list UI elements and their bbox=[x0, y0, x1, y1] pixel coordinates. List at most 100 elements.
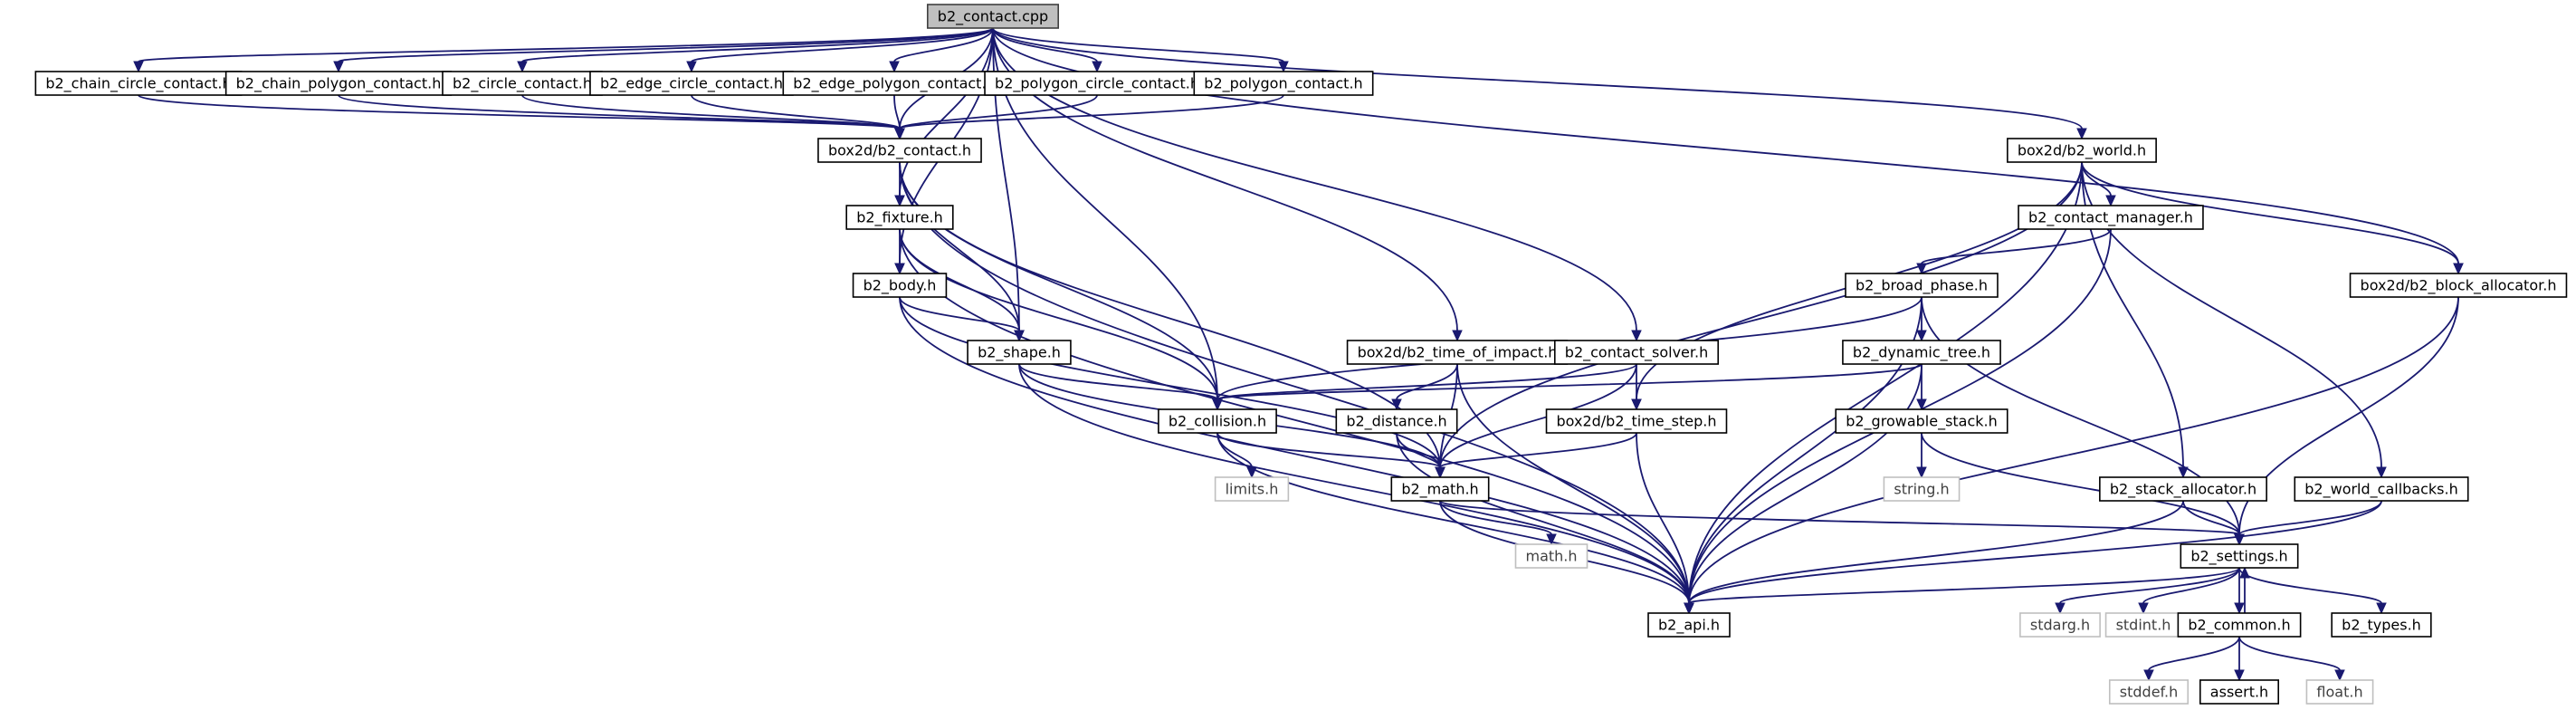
edge-settings-to-stdarg_h bbox=[2059, 567, 2240, 604]
edge-box2d_contact-to-api bbox=[899, 161, 1690, 604]
node-box-contact_solver[interactable] bbox=[1553, 340, 1720, 365]
node-label-settings: b2_settings.h bbox=[2190, 548, 2287, 566]
node-label-edge_circle: b2_edge_circle_contact.h bbox=[600, 75, 783, 93]
node-block_allocator[interactable]: box2d/b2_block_allocator.h bbox=[2349, 273, 2568, 298]
node-settings[interactable]: b2_settings.h bbox=[2180, 543, 2299, 569]
arrowhead-box2d_world-to-block_allocator bbox=[2453, 263, 2464, 275]
node-limits_h[interactable]: limits.h bbox=[1214, 476, 1290, 502]
edge-b2_contact_cpp-to-circle_contact bbox=[521, 27, 994, 62]
arrowhead-settings-to-common bbox=[2234, 602, 2245, 615]
node-math[interactable]: b2_math.h bbox=[1390, 476, 1490, 502]
node-box-time_of_impact[interactable] bbox=[1346, 340, 1569, 365]
node-box-body[interactable] bbox=[852, 273, 948, 298]
node-fixture[interactable]: b2_fixture.h bbox=[845, 205, 954, 230]
node-collision[interactable]: b2_collision.h bbox=[1158, 408, 1277, 434]
node-box-shape[interactable] bbox=[967, 340, 1072, 365]
arrowhead-b2_contact_cpp-to-edge_circle bbox=[686, 61, 697, 73]
node-stdint_h[interactable]: stdint.h bbox=[2104, 612, 2182, 638]
node-types[interactable]: b2_types.h bbox=[2331, 612, 2432, 638]
node-polygon_circle[interactable]: b2_polygon_circle_contact.h bbox=[984, 71, 1210, 96]
node-chain_circle[interactable]: b2_chain_circle_contact.h bbox=[34, 71, 243, 96]
edge-settings-to-types bbox=[2238, 567, 2382, 604]
arrowhead-math-to-settings bbox=[2234, 533, 2245, 546]
node-box-dynamic_tree[interactable] bbox=[1842, 340, 2001, 365]
node-label-box2d_world: box2d/b2_world.h bbox=[2018, 142, 2146, 160]
node-box-common[interactable] bbox=[2177, 612, 2302, 638]
node-chain_polygon[interactable]: b2_chain_polygon_contact.h bbox=[224, 71, 453, 96]
node-float_h[interactable]: float.h bbox=[2305, 679, 2374, 705]
node-dynamic_tree[interactable]: b2_dynamic_tree.h bbox=[1842, 340, 2001, 365]
node-box-stddef_h[interactable] bbox=[2108, 679, 2190, 705]
node-box-time_step[interactable] bbox=[1545, 408, 1728, 434]
arrowhead-common-to-stddef_h bbox=[2143, 669, 2154, 682]
node-stdarg_h[interactable]: stdarg.h bbox=[2019, 612, 2101, 638]
node-label-dynamic_tree: b2_dynamic_tree.h bbox=[1853, 344, 1990, 362]
node-box-limits_h[interactable] bbox=[1214, 476, 1290, 502]
arrowhead-contact_manager-to-broad_phase bbox=[1916, 263, 1927, 275]
node-box-box2d_contact[interactable] bbox=[817, 138, 982, 163]
node-growable_stack[interactable]: b2_growable_stack.h bbox=[1835, 408, 2008, 434]
node-box-contact_manager[interactable] bbox=[2018, 205, 2204, 230]
arrowhead-box2d_world-to-stack_allocator bbox=[2178, 466, 2189, 479]
node-box-stdarg_h[interactable] bbox=[2019, 612, 2101, 638]
node-box-chain_circle[interactable] bbox=[34, 71, 243, 96]
node-body[interactable]: b2_body.h bbox=[852, 273, 948, 298]
node-box-b2_contact_cpp[interactable] bbox=[926, 4, 1060, 29]
node-time_step[interactable]: box2d/b2_time_step.h bbox=[1545, 408, 1728, 434]
node-box-stack_allocator[interactable] bbox=[2099, 476, 2267, 502]
node-box-growable_stack[interactable] bbox=[1835, 408, 2008, 434]
node-box-types[interactable] bbox=[2331, 612, 2432, 638]
node-box-float_h[interactable] bbox=[2305, 679, 2374, 705]
node-edge_polygon[interactable]: b2_edge_polygon_contact.h bbox=[782, 71, 1007, 96]
node-box2d_world[interactable]: box2d/b2_world.h bbox=[2007, 138, 2157, 163]
arrowhead-math-to-math_h bbox=[1546, 533, 1557, 546]
node-math_h[interactable]: math.h bbox=[1514, 543, 1589, 569]
node-box-world_callbacks[interactable] bbox=[2294, 476, 2469, 502]
node-label-collision: b2_collision.h bbox=[1169, 413, 1266, 431]
node-box-edge_circle[interactable] bbox=[589, 71, 794, 96]
node-common[interactable]: b2_common.h bbox=[2177, 612, 2302, 638]
node-contact_solver[interactable]: b2_contact_solver.h bbox=[1553, 340, 1720, 365]
node-box-block_allocator[interactable] bbox=[2349, 273, 2568, 298]
node-distance[interactable]: b2_distance.h bbox=[1335, 408, 1458, 434]
node-b2_contact_cpp[interactable]: b2_contact.cpp bbox=[926, 4, 1060, 29]
arrowhead-box2d_contact-to-fixture bbox=[894, 195, 905, 207]
node-box-fixture[interactable] bbox=[845, 205, 954, 230]
node-box-polygon_circle[interactable] bbox=[984, 71, 1210, 96]
node-box-assert_h[interactable] bbox=[2199, 679, 2280, 705]
node-box-math_h[interactable] bbox=[1514, 543, 1589, 569]
node-box-string_h[interactable] bbox=[1883, 476, 1961, 502]
node-world_callbacks[interactable]: b2_world_callbacks.h bbox=[2294, 476, 2469, 502]
node-broad_phase[interactable]: b2_broad_phase.h bbox=[1845, 273, 1999, 298]
node-box-api[interactable] bbox=[1647, 612, 1731, 638]
node-stddef_h[interactable]: stddef.h bbox=[2108, 679, 2190, 705]
node-circle_contact[interactable]: b2_circle_contact.h bbox=[442, 71, 603, 96]
node-api[interactable]: b2_api.h bbox=[1647, 612, 1731, 638]
node-polygon_contact[interactable]: b2_polygon_contact.h bbox=[1193, 71, 1374, 96]
node-string_h[interactable]: string.h bbox=[1883, 476, 1961, 502]
arrowhead-broad_phase-to-dynamic_tree bbox=[1916, 330, 1927, 342]
node-box-polygon_contact[interactable] bbox=[1193, 71, 1374, 96]
node-time_of_impact[interactable]: box2d/b2_time_of_impact.h bbox=[1346, 340, 1569, 365]
node-box-collision[interactable] bbox=[1158, 408, 1277, 434]
arrowhead-b2_contact_cpp-to-polygon_contact bbox=[1278, 61, 1289, 73]
node-box-math[interactable] bbox=[1390, 476, 1490, 502]
node-contact_manager[interactable]: b2_contact_manager.h bbox=[2018, 205, 2204, 230]
node-assert_h[interactable]: assert.h bbox=[2199, 679, 2280, 705]
node-box-circle_contact[interactable] bbox=[442, 71, 603, 96]
node-edge_circle[interactable]: b2_edge_circle_contact.h bbox=[589, 71, 794, 96]
node-box2d_contact[interactable]: box2d/b2_contact.h bbox=[817, 138, 982, 163]
node-box-box2d_world[interactable] bbox=[2007, 138, 2157, 163]
node-box-chain_polygon[interactable] bbox=[224, 71, 453, 96]
node-shape[interactable]: b2_shape.h bbox=[967, 340, 1072, 365]
node-box-distance[interactable] bbox=[1335, 408, 1458, 434]
node-label-b2_contact_cpp: b2_contact.cpp bbox=[938, 8, 1048, 26]
node-box-broad_phase[interactable] bbox=[1845, 273, 1999, 298]
node-label-types: b2_types.h bbox=[2342, 617, 2421, 635]
arrowhead-b2_contact_cpp-to-edge_polygon bbox=[889, 61, 900, 73]
node-label-limits_h: limits.h bbox=[1226, 481, 1279, 498]
node-box-settings[interactable] bbox=[2180, 543, 2299, 569]
node-stack_allocator[interactable]: b2_stack_allocator.h bbox=[2099, 476, 2267, 502]
